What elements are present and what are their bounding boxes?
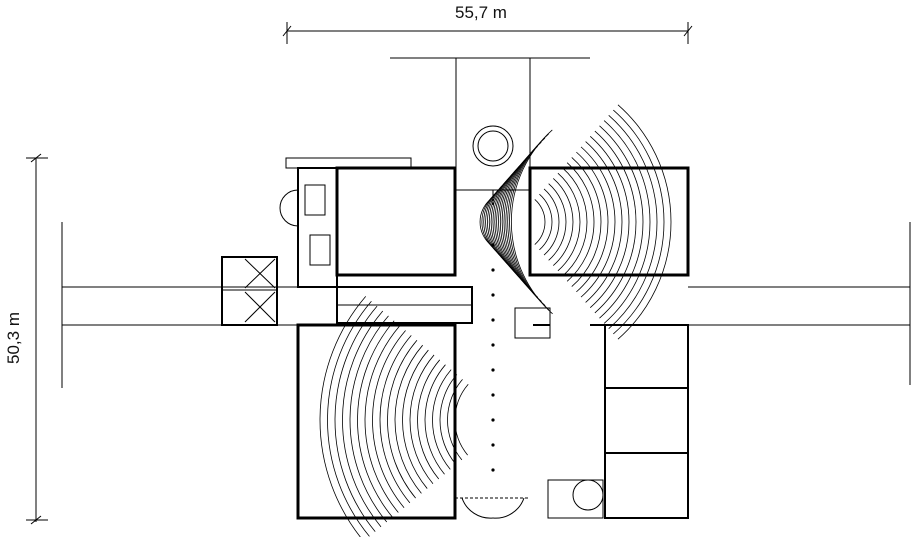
column-dot [491,318,495,322]
seat-row [409,354,435,485]
auditorium-main [296,323,457,520]
seat-row [589,136,630,308]
seating-rows [319,104,672,537]
seat-row [402,349,429,489]
seat-row [566,162,595,282]
seat-row [548,183,567,261]
service-block [279,157,412,288]
seat-row [334,305,378,532]
seat-row [439,374,458,465]
seat-row [539,193,553,251]
seat-row [488,178,509,266]
seat-row [496,162,524,282]
seat-row [505,141,542,302]
main-entrance-door [455,479,604,519]
seat-row [534,199,546,245]
auditorium-top-right [528,166,690,277]
seat-row [580,146,616,298]
seat-row [357,320,395,518]
seat-row [492,170,517,274]
seat-row [571,157,602,287]
column-dot [491,243,495,247]
column-dot [491,443,495,447]
column-dot [491,343,495,347]
seat-row [509,133,550,311]
seat-row [507,137,546,306]
seat-row [364,325,401,513]
seat-row [349,315,389,523]
seat-row [387,340,418,499]
column-dot [491,468,495,472]
entrance-canopy [390,57,590,205]
seat-row [479,199,491,245]
classrooms [604,324,689,519]
seat-row [608,115,658,329]
seat-row [553,178,574,266]
seat-row [617,104,672,340]
seat-row [511,129,553,315]
seat-row [319,296,367,537]
seat-row [494,166,520,278]
seat-row [613,109,665,335]
height-dimension-line [26,153,48,525]
seat-row [599,125,644,319]
seat-row [454,383,469,456]
column-dot [491,418,495,422]
auditorium-top-left [335,166,457,277]
seat-row [503,146,539,298]
column-dot [491,368,495,372]
width-dimension-label: 55,7 m [455,3,507,22]
seat-row [576,151,609,293]
seat-row [501,150,535,294]
column-dot [491,293,495,297]
seat-row [487,182,506,261]
seat-row [394,344,423,494]
seat-row [372,330,406,508]
seat-row [342,310,384,528]
seat-row [432,369,452,470]
seat-row [585,141,623,303]
seat-row [543,188,560,256]
corridor [61,222,911,388]
seat-row [594,130,637,314]
seat-row [327,301,372,537]
seat-row [490,174,513,270]
width-dimension-line [282,22,693,44]
seat-row [447,379,463,461]
seat-row [417,359,441,480]
seat-row [424,364,446,475]
seat-row [603,120,651,324]
seat-row [498,158,528,286]
column-dot [491,268,495,272]
seat-row [562,167,588,277]
seat-row [557,172,581,272]
seat-row [499,154,531,290]
column-dot [491,393,495,397]
column-grid [491,243,495,472]
seat-row [379,335,412,504]
